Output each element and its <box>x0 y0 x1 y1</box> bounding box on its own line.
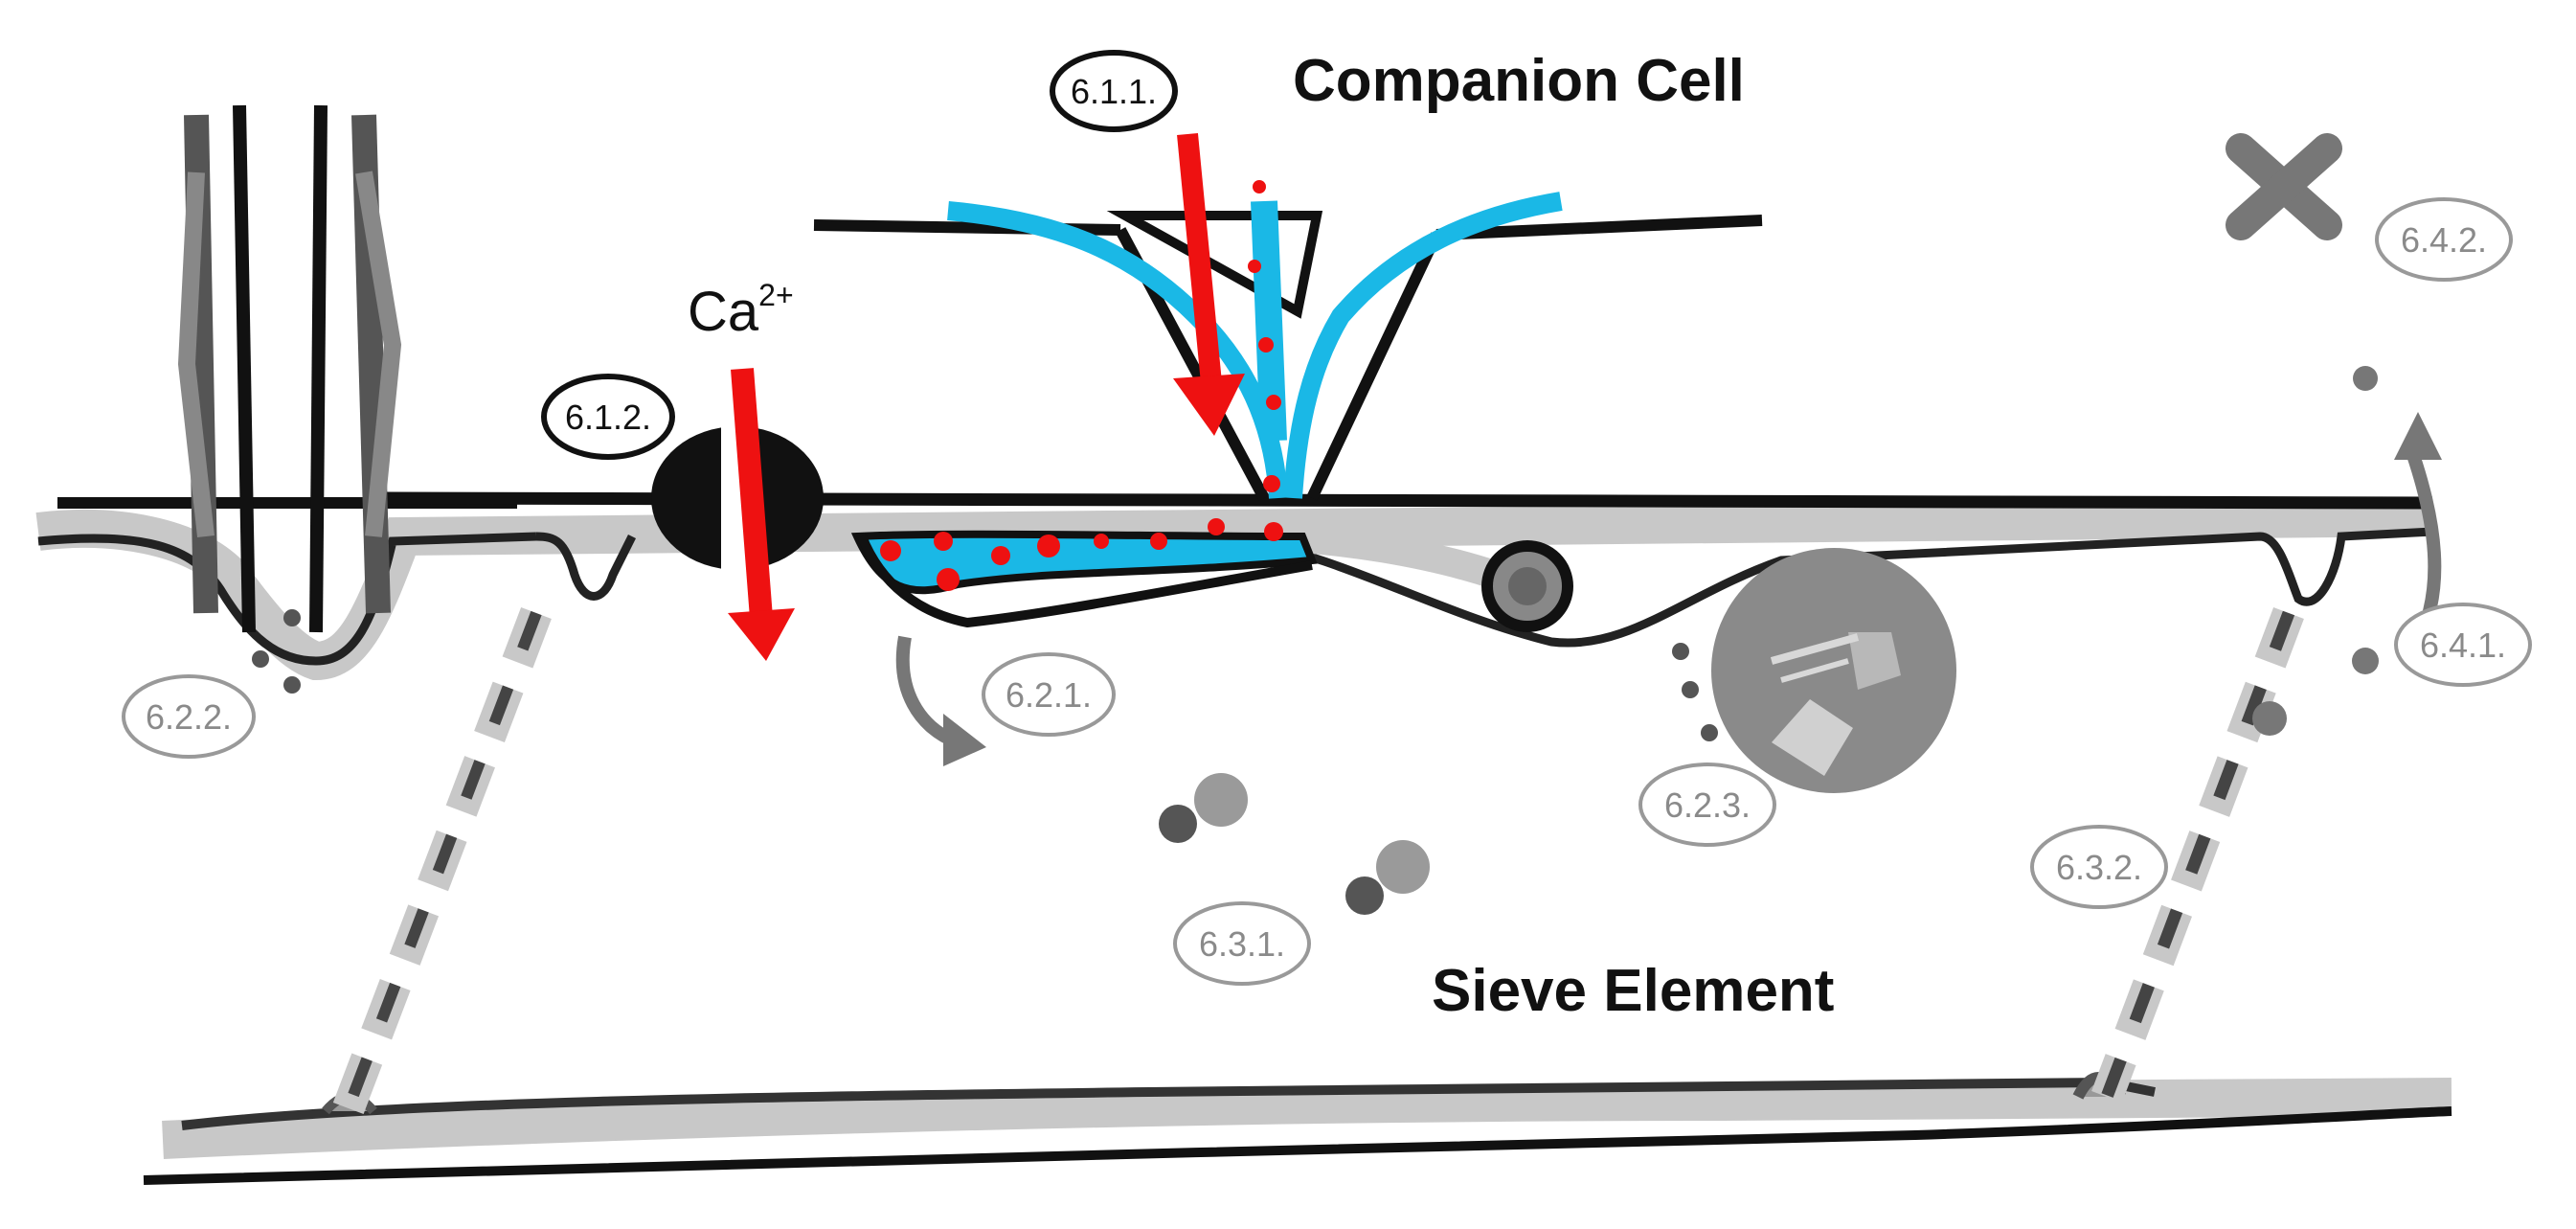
plastid <box>1672 548 1956 793</box>
tag-6-2-1-text: 6.2.1. <box>1006 675 1092 715</box>
tag-6-4-1: 6.4.1. <box>2394 603 2532 687</box>
tag-6-3-1: 6.3.1. <box>1173 901 1311 986</box>
cross-mark-icon <box>2226 133 2342 240</box>
plasma-membrane <box>35 491 2433 681</box>
protein-blobs <box>1159 773 1430 915</box>
sieve-element-label: Sieve Element <box>1432 958 1834 1024</box>
tag-6-1-1: 6.1.1. <box>1050 50 1178 132</box>
plasmodesma-left <box>177 104 402 694</box>
tag-6-2-3: 6.2.3. <box>1638 762 1776 847</box>
tag-6-1-1-text: 6.1.1. <box>1071 72 1157 111</box>
calcium-dots <box>880 180 1283 591</box>
tag-6-4-2: 6.4.2. <box>2375 197 2513 282</box>
tag-6-2-3-text: 6.2.3. <box>1664 785 1751 825</box>
companion-cell-label: Companion Cell <box>1293 48 1745 114</box>
released-particles <box>2252 366 2379 736</box>
left-sieve-plate-dashes <box>325 606 552 1137</box>
tag-6-3-1-text: 6.3.1. <box>1199 924 1285 964</box>
tag-6-3-2: 6.3.2. <box>2030 825 2168 909</box>
tag-6-2-2-text: 6.2.2. <box>146 697 232 737</box>
calcium-arrows <box>728 132 1245 661</box>
tag-6-4-2-text: 6.4.2. <box>2401 220 2487 260</box>
right-sieve-plate-dashes <box>2091 607 2304 1103</box>
calcium-label: Ca2+ <box>688 278 794 343</box>
tag-6-3-2-text: 6.3.2. <box>2056 848 2142 887</box>
tag-6-1-2: 6.1.2. <box>541 374 675 460</box>
grey-arrows <box>895 412 2442 766</box>
tag-6-2-2: 6.2.2. <box>122 674 256 759</box>
tag-6-1-2-text: 6.1.2. <box>565 398 651 437</box>
small-organelle <box>1481 540 1573 632</box>
tag-6-2-1: 6.2.1. <box>982 652 1116 737</box>
tag-6-4-1-text: 6.4.1. <box>2420 626 2506 665</box>
